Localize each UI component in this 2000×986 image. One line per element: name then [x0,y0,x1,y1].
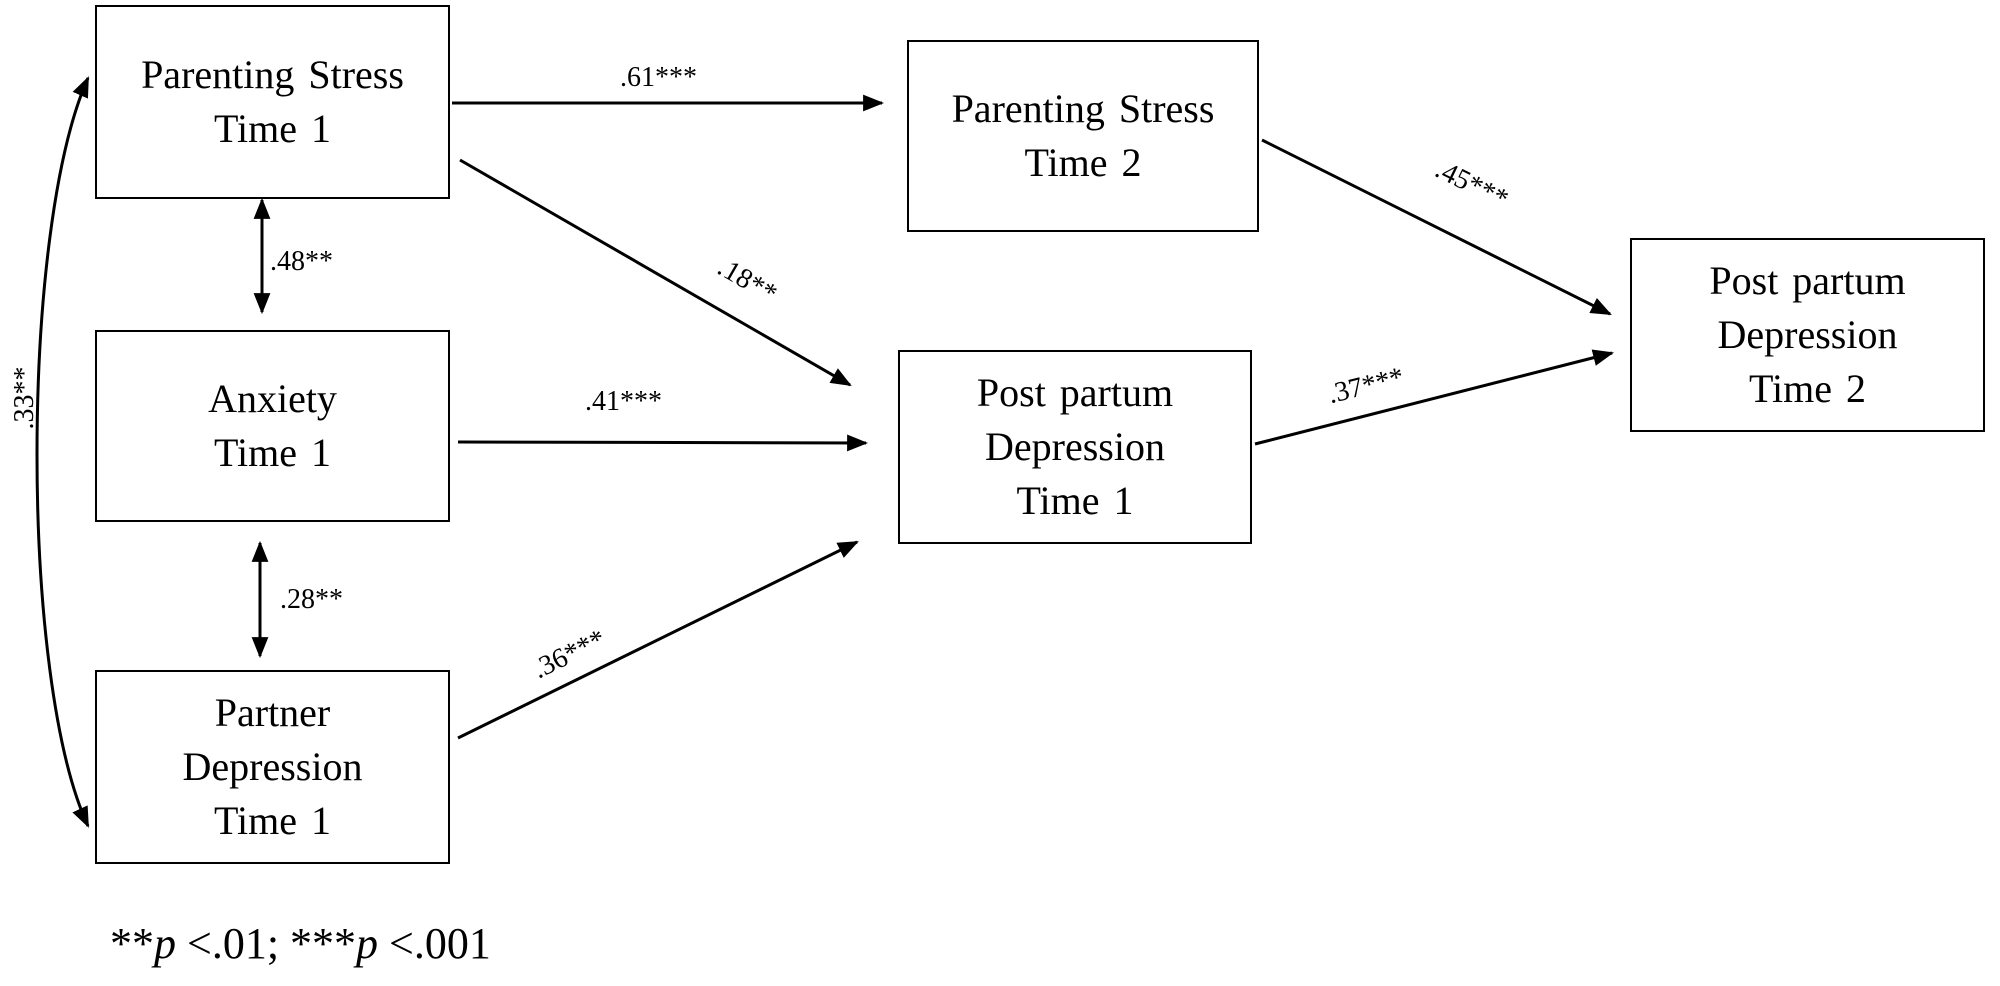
footnote-threshold-3: <.001 [378,919,491,968]
node-label-line: Time 1 [213,106,331,151]
node-label-line: Anxiety [208,376,337,421]
footnote-p-3: p [356,919,379,968]
coef-anx1-ppd1: .41*** [585,386,662,417]
footnote-threshold-2: <.01; [176,919,291,968]
coef-pd1-ppd1: .36*** [528,624,611,686]
node-parenting-stress-time1: Parenting Stress Time 1 [95,5,450,199]
footnote-p-2: p [154,919,176,968]
node-postpartum-depression-time1: Post partum Depression Time 1 [898,350,1252,544]
node-label-line: Parenting Stress [141,52,404,97]
node-label-line: Depression [985,424,1165,469]
node-anxiety-time1: Anxiety Time 1 [95,330,450,522]
node-label-line: Time 2 [1748,366,1866,411]
node-label-line: Time 1 [1016,478,1134,523]
arrow-pd1-ppd1 [457,540,859,740]
node-partner-depression-time1: Partner Depression Time 1 [95,670,450,864]
coef-ps1-ppd1: .18** [712,251,782,309]
node-label-line: Post partum [1709,258,1906,303]
arrow-ppd1-ppd2 [1254,349,1615,446]
coef-ppd1-ppd2: .37*** [1325,361,1407,410]
arrow-ps1-pd1 [35,76,90,828]
node-label-line: Time 2 [1024,140,1142,185]
significance-footnote: **p <.01; ***p <.001 [110,918,491,969]
coef-ps2-ppd2: .45*** [1430,154,1513,216]
node-postpartum-depression-time2: Post partum Depression Time 2 [1630,238,1985,432]
node-parenting-stress-time2: Parenting Stress Time 2 [907,40,1259,232]
node-label-line: Partner [214,690,331,735]
coef-ps1-anx1: .48** [270,246,333,277]
node-label-line: Depression [1717,312,1898,357]
arrow-anx1-ppd1 [457,434,869,452]
coef-anx1-pd1: .28** [280,584,343,615]
arrow-ps2-ppd2 [1261,138,1612,316]
footnote-stars-2: ** [110,919,154,968]
coef-ps1-pd1: .33** [9,367,40,430]
node-label-line: Post partum [976,370,1174,415]
node-label-line: Parenting Stress [951,86,1215,131]
coef-ps1-ps2: .61*** [620,62,697,93]
node-label-line: Depression [182,744,363,789]
arrow-ps1-ppd1 [459,158,852,387]
node-label-line: Time 1 [213,430,331,475]
node-label-line: Time 1 [213,798,331,843]
footnote-stars-3: *** [290,919,357,968]
